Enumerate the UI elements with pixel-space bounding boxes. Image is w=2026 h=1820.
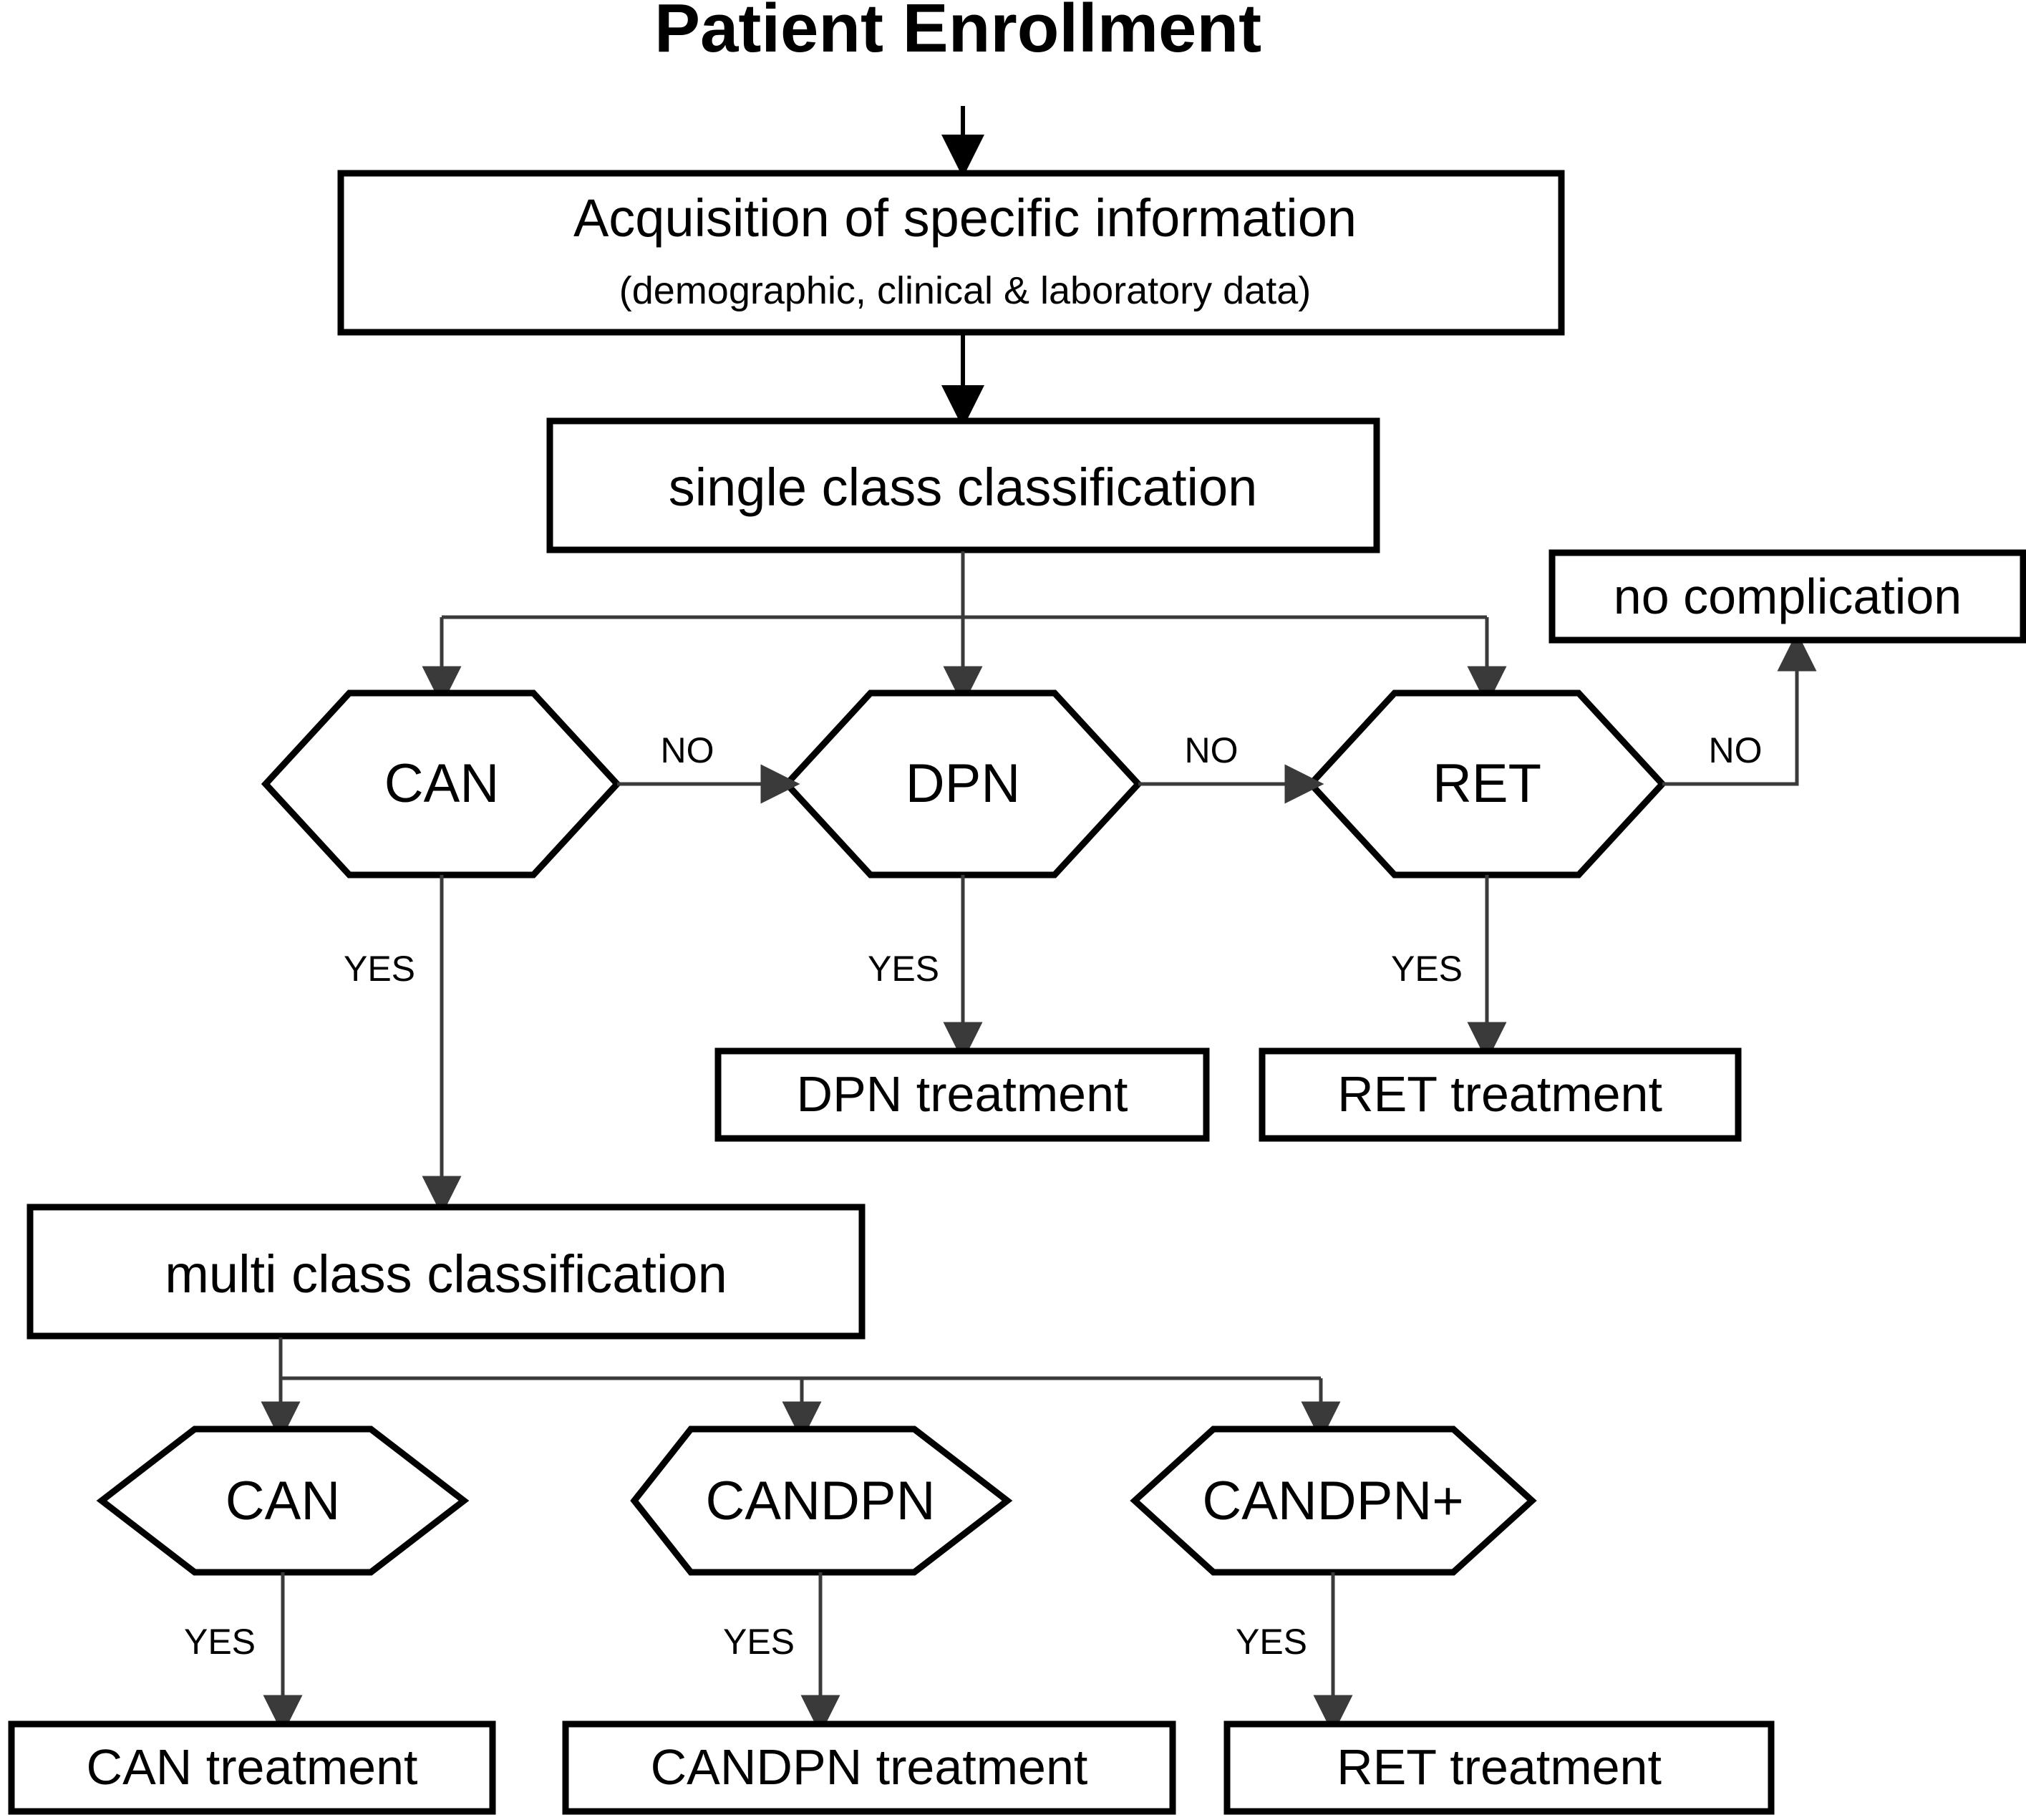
edge-label-yes-can: YES: [344, 949, 415, 989]
multi-class-box[interactable]: [26, 1204, 866, 1340]
ret-treatment-multi-label: RET treatment: [1337, 1739, 1662, 1795]
hexagon-candpn-label: CANDPN: [706, 1471, 936, 1531]
hexagon-candpn-plus-label: CANDPN+: [1202, 1471, 1463, 1531]
hexagon-can-multi-label: CAN: [226, 1471, 340, 1531]
acquisition-subtitle: (demographic, clinical & laboratory data…: [619, 269, 1311, 312]
ret-treatment-multi-box[interactable]: [1223, 1720, 1775, 1815]
hexagon-candpn[interactable]: [630, 1425, 1013, 1576]
edge-label-no-dpn: NO: [1185, 730, 1239, 770]
page-title: Patient Enrollment: [654, 0, 1261, 67]
hexagon-ret-label: RET: [1433, 753, 1541, 814]
hexagon-candpn-plus[interactable]: [1130, 1425, 1537, 1576]
edge-label-no-can: NO: [661, 730, 714, 770]
dpn-treatment-box[interactable]: [714, 1047, 1210, 1142]
single-class-label: single class classification: [669, 458, 1258, 517]
edge-ret-no-to-no-complication: [1662, 631, 1817, 786]
no-complication-box[interactable]: [1548, 549, 2026, 644]
hexagon-dpn-label: DPN: [906, 753, 1020, 814]
hexagon-can-multi[interactable]: [96, 1425, 470, 1576]
edge-label-yes-candpn: YES: [723, 1622, 795, 1662]
hexagon-can-single[interactable]: [261, 689, 622, 878]
edge-label-yes-ret: YES: [1391, 949, 1463, 989]
dpn-treatment-label: DPN treatment: [797, 1066, 1128, 1122]
edge-label-yes-candpn-plus: YES: [1236, 1622, 1307, 1662]
edge-label-no-ret: NO: [1709, 730, 1763, 770]
no-complication-label: no complication: [1614, 568, 1962, 624]
single-class-box[interactable]: [546, 417, 1380, 553]
edge-label-yes-can-multi: YES: [184, 1622, 256, 1662]
candpn-treatment-label: CANDPN treatment: [651, 1739, 1088, 1795]
acquisition-title: Acquisition of specific information: [573, 188, 1357, 248]
hexagon-can-single-label: CAN: [384, 753, 499, 814]
edge-label-yes-dpn: YES: [868, 949, 939, 989]
can-treatment-box[interactable]: [8, 1720, 496, 1815]
can-treatment-label: CAN treatment: [87, 1739, 418, 1795]
acquisition-box[interactable]: [337, 170, 1565, 336]
ret-treatment-label: RET treatment: [1337, 1066, 1662, 1122]
candpn-treatment-box[interactable]: [562, 1720, 1176, 1815]
ret-treatment-box[interactable]: [1259, 1047, 1742, 1142]
multi-class-label: multi class classification: [165, 1244, 727, 1304]
